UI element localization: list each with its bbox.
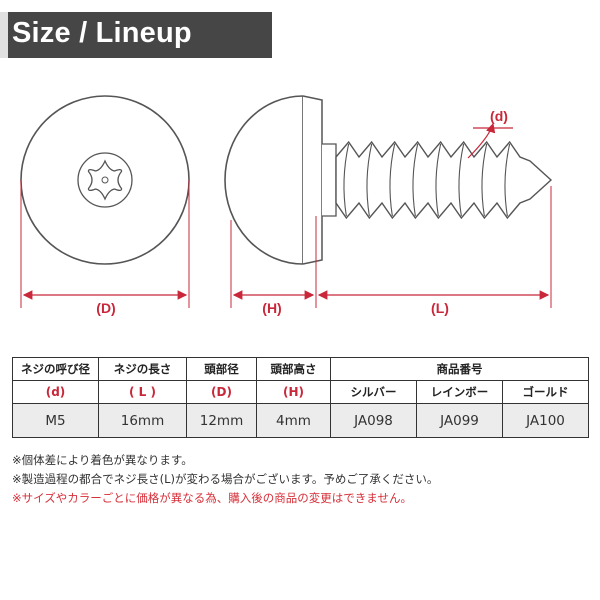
table-row: M5 16mm 12mm 4mm JA098 JA099 JA100 [12, 403, 590, 438]
header-nominal-diameter: ネジの呼び径 [12, 357, 99, 381]
screw-diagram: (d) (D) (H) (L) [20, 95, 553, 316]
header-gold: ゴールド [501, 380, 590, 404]
note-length-variation: ※製造過程の都合でネジ長さ(L)が変わる場合がございます。予めご了承ください。 [12, 472, 439, 486]
diameter-leader [467, 122, 496, 159]
page-title: Size / Lineup [12, 17, 192, 49]
thread-outline [335, 140, 553, 220]
label-D: (D) [96, 300, 115, 316]
header-length: ネジの長さ [98, 357, 187, 381]
cell-rainbow-code: JA099 [416, 403, 503, 438]
label-H: (H) [262, 300, 281, 316]
header-row-1: ネジの呼び径 ネジの長さ 頭部径 頭部高さ 商品番号 [12, 357, 590, 381]
torx-recess-icon [87, 159, 123, 201]
shank-neck [322, 143, 337, 217]
header-silver: シルバー [330, 380, 417, 404]
cell-silver-code: JA098 [330, 403, 417, 438]
symbol-L: ( L ) [98, 380, 187, 404]
thread-flank [458, 143, 465, 217]
symbol-D: (D) [186, 380, 257, 404]
thread-flank [343, 143, 350, 217]
thread-flanks [343, 143, 511, 217]
thread-flank [412, 143, 419, 217]
head-side-view [224, 95, 337, 265]
header-band [0, 12, 272, 58]
dome-outline [224, 95, 304, 265]
header-head-height: 頭部高さ [256, 357, 331, 381]
header-accent [0, 12, 8, 58]
symbol-H: (H) [256, 380, 331, 404]
note-no-exchange: ※サイズやカラーごとに価格が異なる為、購入後の商品の変更はできません。 [12, 491, 412, 505]
thread-flank [389, 143, 396, 217]
header-rainbow: レインボー [416, 380, 503, 404]
diameter-callout: (d) [467, 108, 513, 159]
cell-diameter: M5 [12, 403, 99, 438]
thread-flank [481, 143, 488, 217]
spec-table: ネジの呼び径 ネジの長さ 頭部径 頭部高さ 商品番号 (d) ( L ) (D)… [12, 357, 590, 438]
label-L: (L) [431, 300, 449, 316]
cell-gold-code: JA100 [501, 403, 590, 438]
header-banner: Size / Lineup [0, 12, 272, 58]
notes: ※個体差により着色が異なります。 ※製造過程の都合でネジ長さ(L)が変わる場合が… [12, 451, 592, 508]
cell-length: 16mm [98, 403, 187, 438]
symbol-d: (d) [12, 380, 99, 404]
extension-lines [20, 180, 552, 308]
recess-center [101, 176, 109, 184]
label-d: (d) [490, 108, 508, 124]
thread-flank [366, 143, 373, 217]
cell-head-diameter: 12mm [186, 403, 257, 438]
head-top-view [20, 95, 190, 265]
header-row-2: (d) ( L ) (D) (H) シルバー レインボー ゴールド [12, 380, 590, 404]
header-product-number: 商品番号 [329, 357, 590, 381]
threaded-shank [335, 140, 553, 220]
cell-head-height: 4mm [256, 403, 331, 438]
note-color-variation: ※個体差により着色が異なります。 [12, 453, 193, 467]
head-shoulder [302, 95, 323, 265]
thread-flank [504, 143, 511, 217]
header-head-diameter: 頭部径 [186, 357, 257, 381]
thread-flank [435, 143, 442, 217]
